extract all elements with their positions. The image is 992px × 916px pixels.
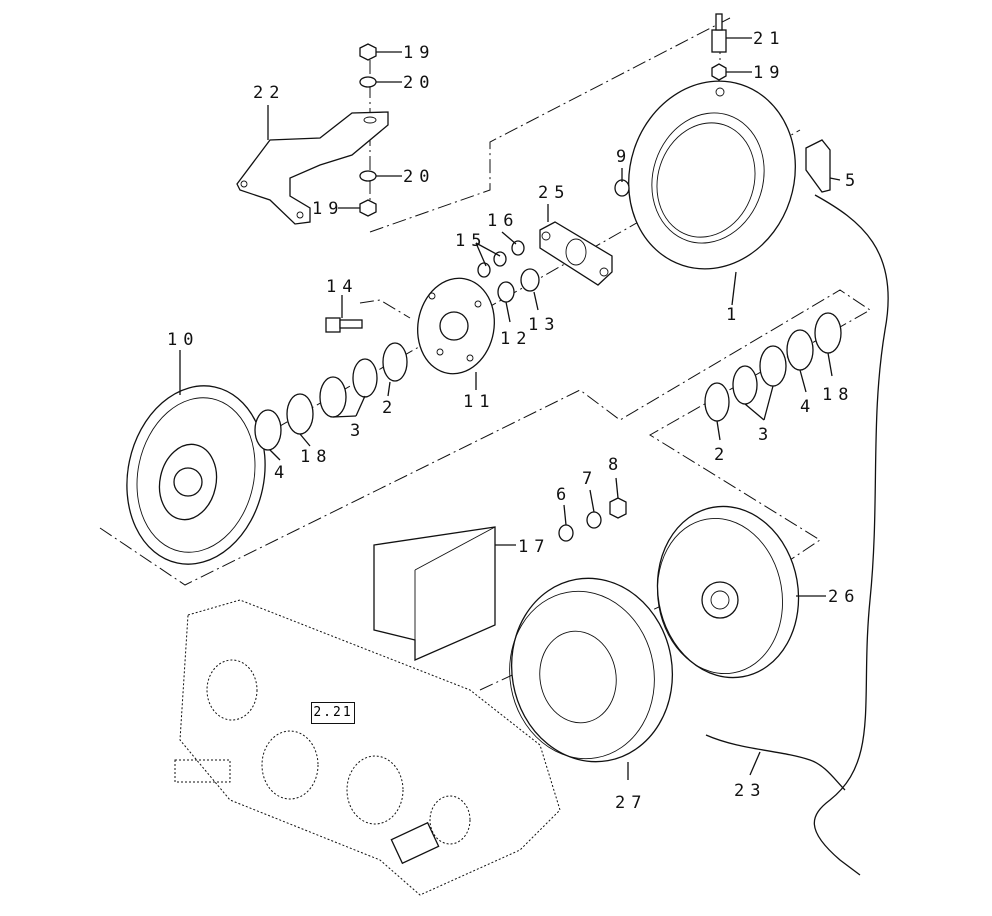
callout-13: 13 <box>528 315 560 335</box>
callout-19: 19 <box>312 199 344 219</box>
frame-left-short <box>359 299 411 319</box>
part-1-clutch-drum <box>628 80 796 270</box>
part-22-bracket <box>236 111 389 225</box>
callout-12: 12 <box>500 329 532 349</box>
callout-4: 4 <box>800 397 816 417</box>
callout-14: 14 <box>326 277 358 297</box>
callout-26: 26 <box>828 587 860 607</box>
part-23-cable <box>813 194 889 876</box>
callout-19: 19 <box>403 43 435 63</box>
callout-9: 9 <box>616 147 632 167</box>
callout-7: 7 <box>582 469 598 489</box>
callout-21: 21 <box>753 29 785 49</box>
callout-20: 20 <box>403 167 435 187</box>
frame-upper <box>369 17 731 233</box>
callout-16: 16 <box>487 211 519 231</box>
frame-middle <box>99 289 871 586</box>
hardware-19-20-21 <box>359 13 727 217</box>
callout-11: 11 <box>463 392 495 412</box>
part-26-pulley <box>656 505 800 679</box>
callout-3: 3 <box>350 421 366 441</box>
callout-18: 18 <box>300 447 332 467</box>
part-17-angle-bracket <box>373 526 496 661</box>
callout-27: 27 <box>615 793 647 813</box>
part-25-plate <box>477 179 630 303</box>
reference-box: 2.21 <box>311 702 355 724</box>
callout-20: 20 <box>403 73 435 93</box>
part-10-flange-disc <box>126 385 266 565</box>
callout-2: 2 <box>714 445 730 465</box>
ring-group-left <box>254 342 408 451</box>
hardware-6-7-8 <box>558 497 627 542</box>
callout-10: 10 <box>167 330 199 350</box>
part-23-cable-end <box>705 734 846 791</box>
callout-2: 2 <box>382 398 398 418</box>
callout-1: 1 <box>726 305 742 325</box>
callout-8: 8 <box>608 455 624 475</box>
leader-lines <box>179 37 841 780</box>
callout-4: 4 <box>274 463 290 483</box>
callout-6: 6 <box>556 485 572 505</box>
callout-labels: 19 20 20 19 22 21 19 5 9 25 16 15 14 12 … <box>167 29 861 813</box>
callout-15: 15 <box>455 231 487 251</box>
part-27-pulley <box>509 577 674 763</box>
ring-group-right <box>704 312 842 422</box>
callout-19: 19 <box>753 63 785 83</box>
callout-23: 23 <box>734 781 766 801</box>
callout-5: 5 <box>845 171 861 191</box>
part-11-hub <box>417 277 495 375</box>
callout-18: 18 <box>822 385 854 405</box>
callout-25: 25 <box>538 183 570 203</box>
callout-22: 22 <box>253 83 285 103</box>
part-5-clip <box>805 139 831 193</box>
callout-3: 3 <box>758 425 774 445</box>
part-14-bolt <box>325 317 363 333</box>
gearbox-dotted <box>174 599 561 896</box>
callout-17: 17 <box>518 537 550 557</box>
